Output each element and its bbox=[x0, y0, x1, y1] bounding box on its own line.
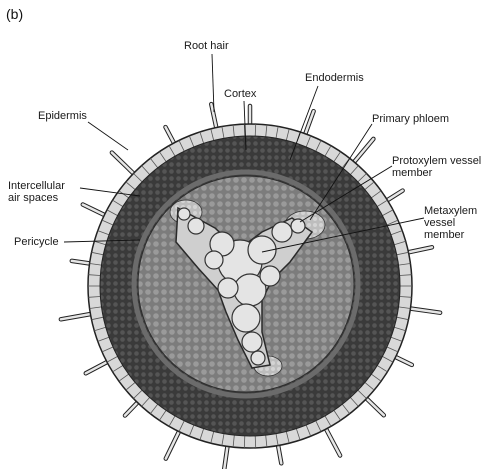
epidermis-cell-wall bbox=[255, 436, 256, 448]
xylem-vessel bbox=[218, 278, 238, 298]
label-endodermis: Endodermis bbox=[305, 72, 364, 84]
epidermis-cell-wall bbox=[244, 436, 245, 448]
xylem-vessel bbox=[291, 219, 305, 233]
xylem-vessel bbox=[188, 218, 204, 234]
panel-letter: (b) bbox=[6, 6, 23, 22]
root-hair-fill bbox=[166, 428, 181, 459]
xylem-vessel bbox=[205, 251, 223, 269]
label-protoxylem: Protoxylem vessel member bbox=[392, 155, 481, 179]
xylem-vessel bbox=[251, 351, 265, 365]
label-pericycle: Pericycle bbox=[14, 236, 59, 248]
label-cortex: Cortex bbox=[224, 88, 256, 100]
xylem-vessel bbox=[242, 332, 262, 352]
xylem-vessel bbox=[272, 222, 292, 242]
leader-line-epidermis bbox=[88, 122, 128, 150]
label-root-hair: Root hair bbox=[184, 40, 229, 52]
label-primary-phloem: Primary phloem bbox=[372, 113, 449, 125]
xylem-vessel bbox=[260, 266, 280, 286]
root-hair-fill bbox=[324, 426, 340, 456]
label-intercellular-air-spaces: Intercellular air spaces bbox=[8, 180, 65, 204]
root-hair-fill bbox=[112, 153, 136, 177]
xylem-vessel bbox=[232, 304, 260, 332]
xylem-vessel bbox=[178, 208, 190, 220]
label-epidermis: Epidermis bbox=[38, 110, 87, 122]
epidermis-cell-wall bbox=[255, 124, 256, 136]
root-hair-fill bbox=[352, 139, 374, 165]
label-metaxylem: Metaxylem vessel member bbox=[424, 205, 477, 241]
